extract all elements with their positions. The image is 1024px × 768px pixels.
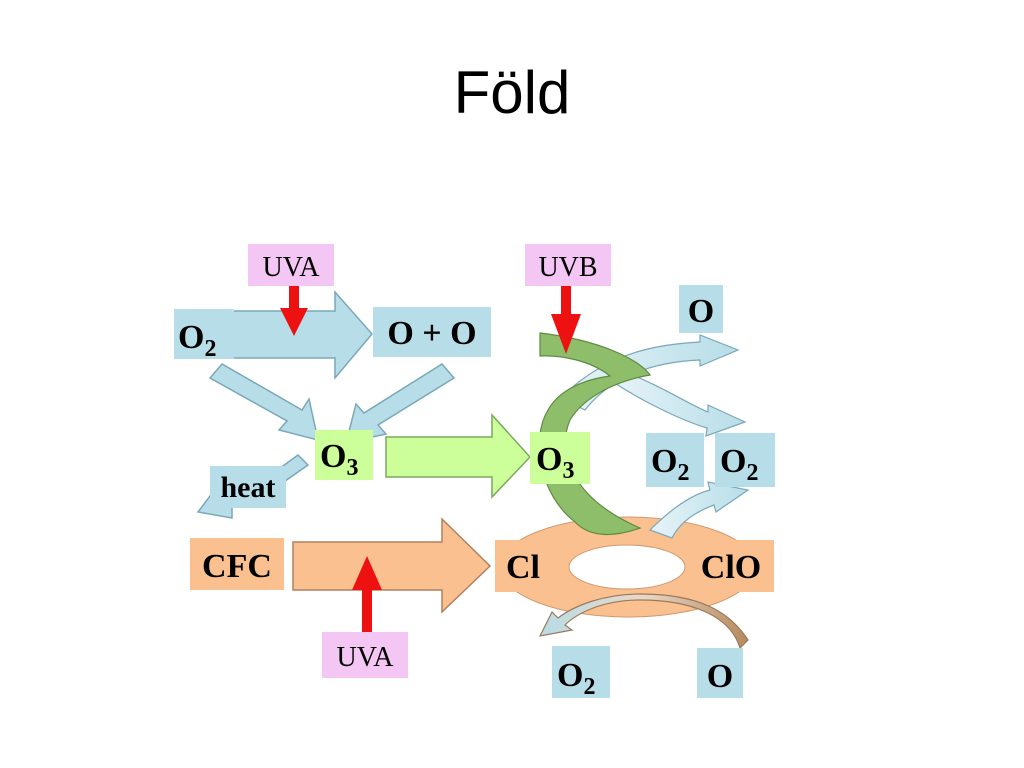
- o2-mid-b-label: O2: [720, 443, 758, 486]
- o-bottom-label: O: [707, 658, 733, 695]
- arrow-cfc-to-cl: [292, 517, 492, 614]
- clo-box: [688, 540, 774, 592]
- heat-label: heat: [221, 471, 276, 504]
- heat-box: [210, 466, 286, 508]
- clo-label: ClO: [701, 549, 761, 586]
- arrow-o2-to-o-plus-o: [232, 290, 373, 381]
- uva-bottom-box: [322, 632, 408, 678]
- o2-left-box: [174, 309, 234, 359]
- uva-top-box: [248, 244, 334, 286]
- o3-center-box: [315, 430, 373, 480]
- cfc-box: [190, 538, 284, 590]
- o3-right-label: O3: [536, 441, 574, 484]
- uva-top-arrow: [280, 286, 308, 336]
- arrow-o-to-o2-bottom: [538, 593, 749, 650]
- cfc-label: CFC: [202, 548, 272, 585]
- uvb-arrow: [551, 286, 581, 354]
- o2-mid-b-box: [715, 433, 775, 487]
- o2-bottom-box: [552, 646, 610, 698]
- uvb-top-label: UVB: [538, 252, 597, 283]
- o-plus-o-box: [373, 307, 491, 357]
- o-top-right-label: O: [688, 293, 714, 330]
- uvb-top-box: [525, 244, 611, 286]
- green-curve-arrow: [538, 332, 652, 536]
- arrow-o3-to-o3: [385, 413, 532, 499]
- o-bottom-box: [697, 648, 743, 698]
- uva-top-label: UVA: [262, 252, 320, 283]
- o-top-right-box: [679, 285, 723, 333]
- o2-left-label: O2: [178, 319, 216, 362]
- uva-bottom-arrow: [352, 556, 382, 632]
- o3-right-box: [530, 432, 590, 484]
- cl-box: [495, 540, 553, 592]
- uva-bottom-label: UVA: [336, 642, 394, 673]
- slide-title: Föld: [453, 59, 571, 126]
- arrow-o2-to-o3: [208, 363, 319, 442]
- cl-label: Cl: [506, 549, 540, 586]
- arrow-clo-to-o2: [648, 481, 750, 539]
- o2-bottom-label: O2: [557, 657, 595, 700]
- o-plus-o-label: O + O: [387, 315, 476, 352]
- arrow-to-o2-o2: [609, 369, 747, 437]
- o3-center-label: O3: [320, 438, 358, 481]
- o2-mid-a-box: [646, 433, 704, 487]
- o2-mid-a-label: O2: [651, 443, 689, 486]
